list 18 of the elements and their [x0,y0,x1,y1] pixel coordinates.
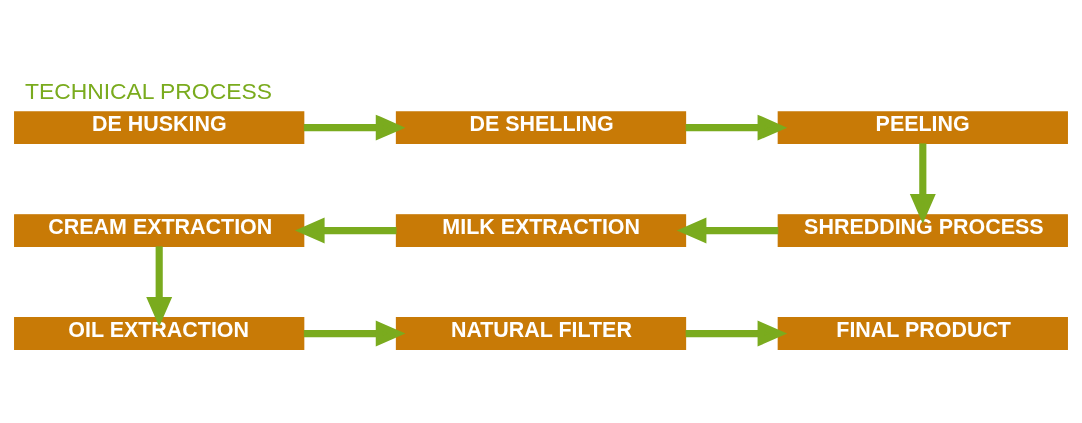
node-box: FINAL PRODUCT [777,316,1068,350]
node-box: PEELING [777,110,1068,144]
arrow [146,245,173,327]
node-box: NATURAL FILTER [395,316,687,350]
arrow [685,114,788,141]
arrow [685,320,788,347]
node-box: CREAM EXTRACTION [14,213,305,247]
node-box: MILK EXTRACTION [395,213,687,247]
node-box: OIL EXTRACTION [14,316,305,350]
node-box: SHREDDING PROCESS [777,213,1068,247]
arrow [909,142,936,224]
arrow [294,217,397,244]
diagram-title: TECHNICAL PROCESS [24,77,272,104]
arrow [676,217,779,244]
node-box: DE SHELLING [395,110,687,144]
arrow [303,320,406,347]
arrow [303,114,406,141]
node-box: DE HUSKING [14,110,305,144]
